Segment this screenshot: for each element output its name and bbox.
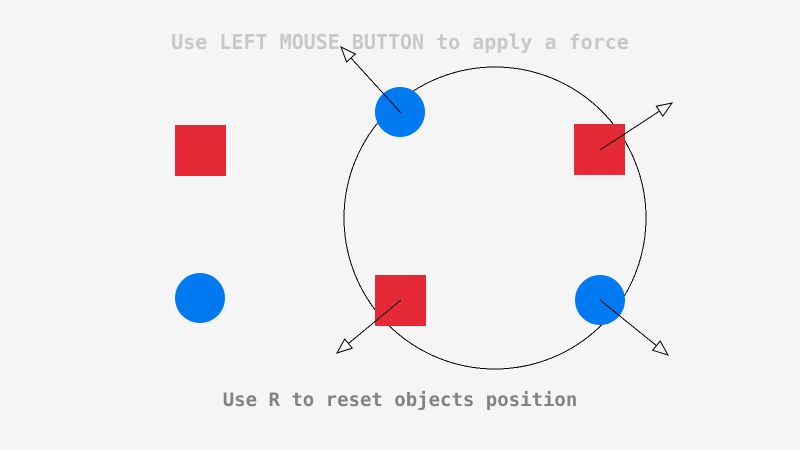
boundary-circle: [343, 66, 647, 370]
red-box-left[interactable]: [175, 125, 226, 176]
force-arrow-blue-ball-top-head: [340, 46, 357, 63]
force-arrow-red-box-bottom-center-head: [335, 338, 354, 354]
force-arrow-red-box-top-right-head: [655, 102, 674, 117]
force-arrow-blue-ball-bottom-right-head: [651, 340, 670, 356]
red-box-top-right[interactable]: [574, 124, 625, 175]
blue-ball-left[interactable]: [175, 273, 225, 323]
